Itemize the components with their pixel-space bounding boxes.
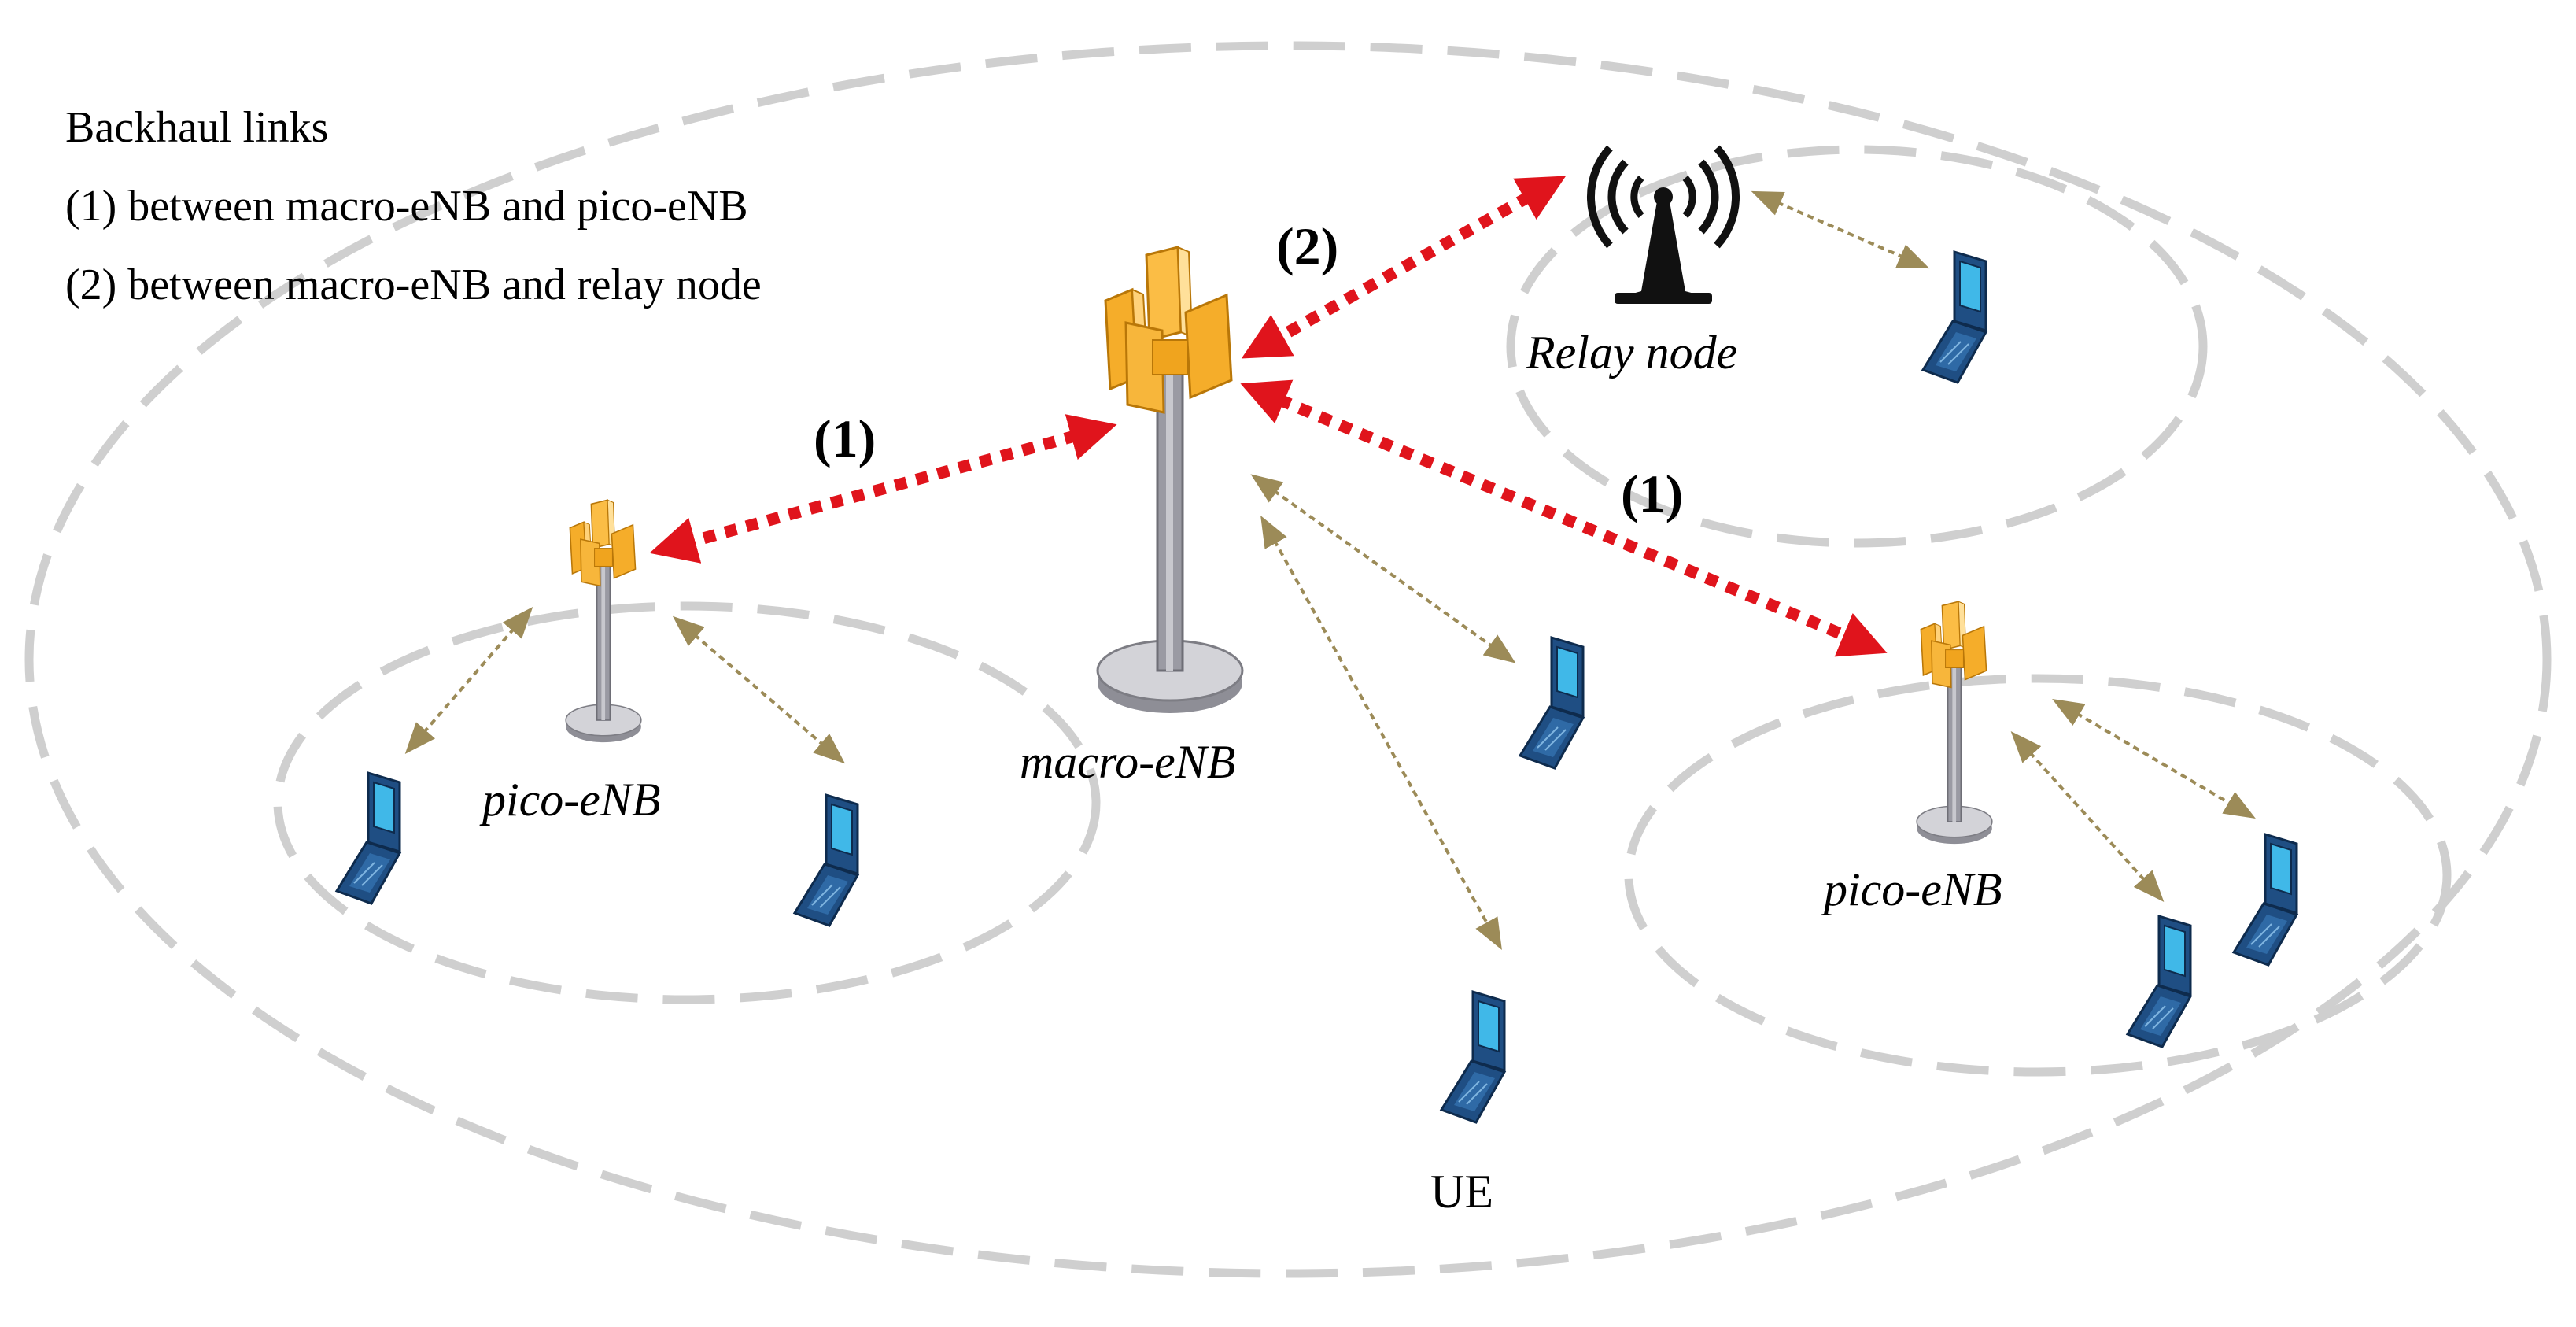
phone-icon-pico-right-ue-1 — [2232, 833, 2298, 967]
access-links — [404, 190, 2256, 950]
phone-icon-macro-ue-1 — [1519, 636, 1585, 770]
macro-tower-icon — [1096, 246, 1244, 715]
access-link-pico-right-ue-2 — [2010, 731, 2165, 902]
backhaul-link-pico-left — [649, 414, 1117, 564]
access-link-pico-left-ue-2 — [672, 615, 846, 764]
phone-icon-pico-right-ue-2 — [2126, 915, 2192, 1048]
link-1-label-left: (1) — [814, 408, 876, 468]
access-link-macro-ue-1 — [1250, 474, 1516, 664]
backhaul-links — [649, 176, 1888, 657]
macro-cell-boundary — [24, 41, 2552, 1278]
link-1-label-right: (1) — [1621, 464, 1683, 523]
access-link-pico-right-ue-1 — [2052, 698, 2256, 819]
relay-node-label: Relay node — [1526, 327, 1737, 379]
backhaul-link-relay — [1241, 176, 1567, 359]
pico-enb-label-left: pico-eNB — [479, 774, 661, 826]
legend-title: Backhaul links — [65, 103, 328, 152]
pico-cell-left-boundary — [273, 601, 1101, 1004]
access-link-relay-ue — [1751, 190, 1930, 269]
pico-tower-icon-right — [1916, 601, 1993, 845]
link-2-label: (2) — [1276, 216, 1338, 276]
phone-icon-pico-left-ue-1 — [335, 771, 401, 905]
legend-line-2: (2) between macro-eNB and relay node — [65, 261, 762, 309]
pico-tower-icon-left — [565, 499, 642, 743]
legend: Backhaul links (1) between macro-eNB and… — [65, 103, 762, 309]
phone-icon-macro-ue-2 — [1440, 990, 1506, 1124]
pico-cell-right-boundary — [1624, 674, 2452, 1077]
relay-antenna-icon — [1586, 145, 1740, 304]
macro-enb-label: macro-eNB — [1020, 736, 1235, 788]
backhaul-link-pico-right — [1240, 379, 1888, 657]
ue-label: UE — [1430, 1166, 1493, 1218]
phone-icon-relay-ue — [1921, 250, 1987, 384]
phone-icon-pico-left-ue-2 — [793, 793, 859, 927]
access-link-pico-left-ue-1 — [404, 606, 533, 755]
legend-line-1: (1) between macro-eNB and pico-eNB — [65, 182, 748, 231]
pico-enb-label-right: pico-eNB — [1821, 863, 2002, 915]
access-link-macro-ue-2 — [1260, 516, 1502, 950]
